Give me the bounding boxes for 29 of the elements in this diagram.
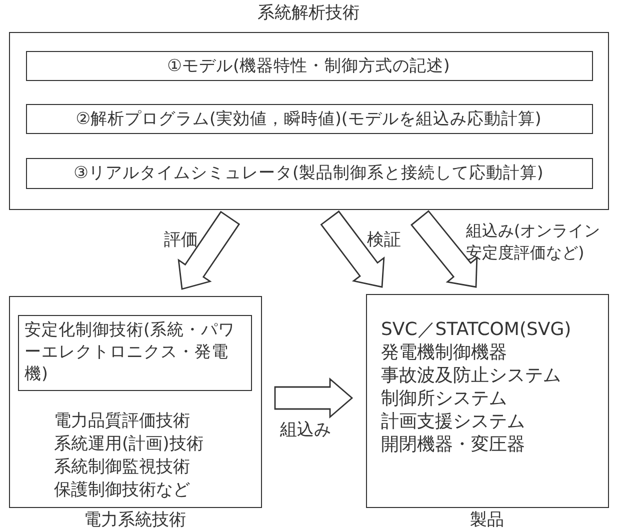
list-item: 事故波及防止システム [381,365,561,387]
block-arrow [178,210,240,290]
process-box [18,314,252,390]
list-item: 系統制御監視技術 [54,457,190,478]
edge-label: 検証 [367,230,401,250]
list-item: 保護制御技術など [54,480,190,500]
block-arrow [410,210,478,288]
list-item: 開閉機器・変圧器 [381,434,525,456]
list-item: 系統運用(計画)技術 [54,434,204,454]
list-item: 発電機制御機器 [381,342,507,364]
box-text: ①モデル(機器特性・制御方式の記述) [166,56,451,76]
list-item: 計画支援システム [381,411,525,433]
block-arrow [320,210,385,288]
process-box [26,158,592,188]
list-item: 電力品質評価技術 [54,411,190,432]
edge-label: 組込み [280,420,331,440]
process-box [26,50,592,80]
heading: 電力系統技術 [83,510,187,530]
process-box [26,104,592,134]
list-item: 制御所システム [381,388,507,410]
box-text: 安定化制御技術(系統・パワーエレクトロニクス・発電機) [24,318,236,384]
box-text: ②解析プログラム(実効値，瞬時値)(モデルを組込み応動計算) [74,108,542,128]
edge-label: 組込み(オンライン安定度評価など) [466,220,602,264]
heading: 製品 [469,510,505,530]
edge-label: 評価 [164,230,198,250]
heading: 系統解析技術 [256,3,360,24]
list-item: SVC／STATCOM(SVG) [381,319,572,341]
box-text: ③リアルタイムシミュレータ(製品制御系と接続して応動計算) [72,162,544,182]
block-arrow [274,377,354,419]
